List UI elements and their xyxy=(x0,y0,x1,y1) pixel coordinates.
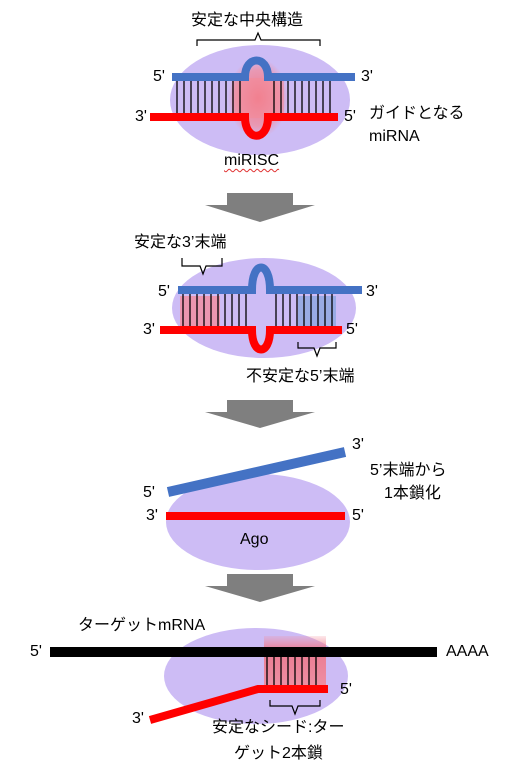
panel-3-unwinding xyxy=(166,447,350,570)
seed-duplex-label-line2: ゲット2本鎖 xyxy=(234,745,323,762)
mirisc-label: miRISC xyxy=(224,152,280,169)
stable-3-end-highlight xyxy=(180,296,220,330)
end-label-3prime: 3' xyxy=(143,321,155,338)
target-mrna-label: ターゲットmRNA xyxy=(78,617,206,634)
guide-mirna-label-line2: miRNA xyxy=(369,128,420,145)
end-label-5prime: 5' xyxy=(344,108,356,125)
end-label-5prime: 5' xyxy=(346,321,358,338)
bracket xyxy=(196,31,321,46)
guide-mirna-label-line1: ガイドとなる xyxy=(369,105,465,122)
base-pair-rungs xyxy=(182,294,333,326)
poly-a-tail-label: AAAA xyxy=(446,643,489,660)
guide-strand xyxy=(150,113,338,140)
end-label-5prime: 5' xyxy=(158,283,170,300)
end-label-3prime: 3' xyxy=(361,68,373,85)
unstable-5-end-label: 不安定な5’末端 xyxy=(246,368,355,385)
end-label-3prime: 3' xyxy=(132,710,144,727)
end-label-3prime: 3' xyxy=(135,108,147,125)
panel-1-central-structure xyxy=(150,31,355,155)
panel-4-target-binding xyxy=(50,628,437,724)
panel-2-end-stability xyxy=(160,258,362,358)
seed-base-pair-rungs xyxy=(266,657,317,685)
passenger-strand-released xyxy=(166,447,347,497)
ago-protein-ellipse xyxy=(166,474,350,570)
seed-duplex-label-line1: 安定なシード:ター xyxy=(212,719,345,736)
unstable-end-bracket xyxy=(297,342,337,358)
unwinding-label-line2: 1本鎖化 xyxy=(384,485,441,502)
end-label-5prime: 5' xyxy=(352,507,364,524)
end-label-3prime: 3' xyxy=(352,436,364,453)
end-label-5prime: 5' xyxy=(153,68,165,85)
unwinding-label-line1: 5’末端から xyxy=(370,462,447,479)
guide-strand xyxy=(148,685,328,724)
stable-3-end-label: 安定な3’末端 xyxy=(134,234,227,251)
end-label-5prime: 5' xyxy=(30,643,42,660)
central-structure-title: 安定な中央構造 xyxy=(191,12,304,29)
ago-label: Ago xyxy=(240,531,269,548)
guide-strand xyxy=(160,326,342,354)
down-arrow xyxy=(205,193,315,222)
passenger-strand xyxy=(178,263,362,294)
down-arrow xyxy=(205,574,315,602)
end-label-5prime: 5' xyxy=(143,484,155,501)
central-highlight-band xyxy=(232,78,284,118)
end-label-3prime: 3' xyxy=(366,283,378,300)
base-pair-rungs xyxy=(176,81,331,113)
stable-end-bracket xyxy=(181,258,223,276)
end-label-5prime: 5' xyxy=(340,681,352,698)
passenger-strand xyxy=(172,56,355,81)
seed-bracket xyxy=(269,700,321,716)
down-arrow xyxy=(205,400,315,428)
end-label-3prime: 3' xyxy=(146,507,158,524)
